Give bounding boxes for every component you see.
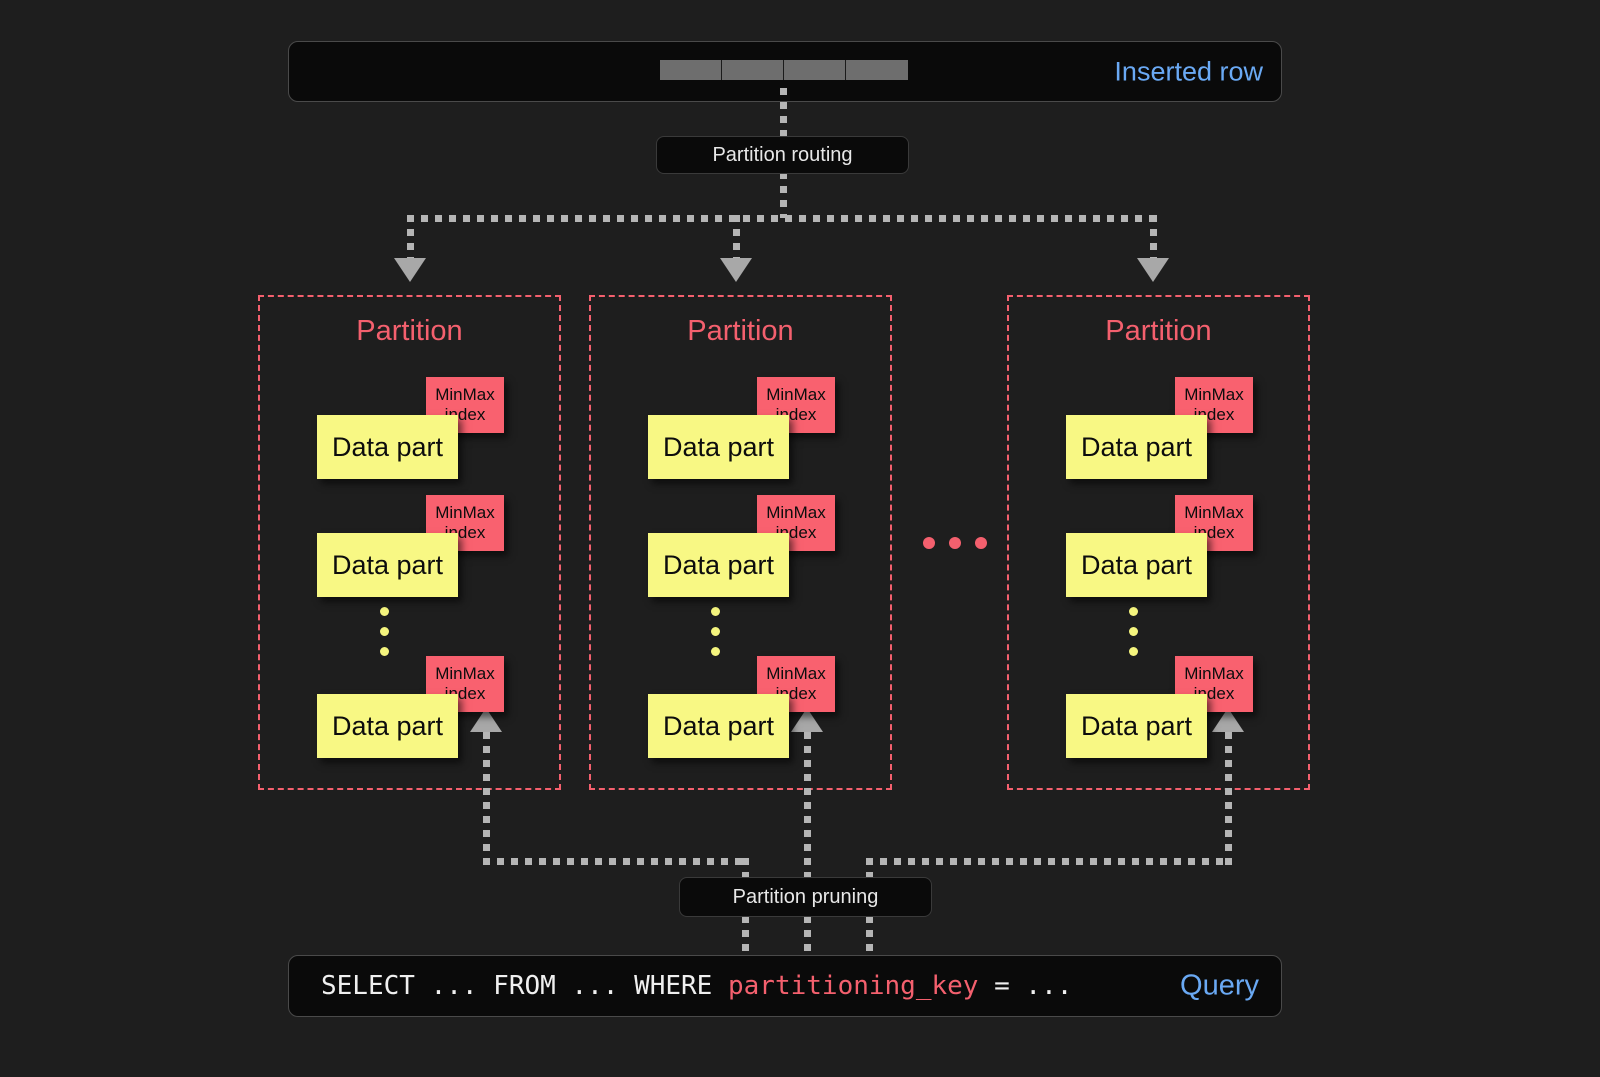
query-prefix: SELECT ... FROM ... WHERE <box>321 971 728 1001</box>
data-part-box: Data part <box>648 415 789 479</box>
partition-title: Partition <box>687 315 794 347</box>
ellipsis-dot <box>1129 647 1138 656</box>
data-part-box: Data part <box>317 533 458 597</box>
data-part-box: Data part <box>1066 533 1207 597</box>
row-cell <box>660 60 722 80</box>
row-cell <box>846 60 908 80</box>
ellipsis-dot <box>975 537 987 549</box>
ellipsis-dot <box>380 607 389 616</box>
query-partitioning-key: partitioning_key <box>728 971 979 1001</box>
ellipsis-dot <box>1129 607 1138 616</box>
connector-pruning-to-query-3 <box>866 916 873 958</box>
partition-ellipsis <box>923 537 987 549</box>
data-part-box: Data part <box>317 415 458 479</box>
partition-routing-label: Partition routing <box>656 136 909 174</box>
connector-routing-branch-1 <box>407 215 414 263</box>
connector-pruning-branch-2 <box>804 732 811 877</box>
data-part-box: Data part <box>1066 694 1207 758</box>
connector-pruning-branch-3 <box>1225 732 1232 865</box>
connector-routing-stem <box>780 172 787 218</box>
connector-pruning-bus-left <box>483 858 748 865</box>
ellipsis-dot <box>380 647 389 656</box>
data-part-box: Data part <box>648 694 789 758</box>
connector-pruning-drop-right <box>866 858 873 884</box>
ellipsis-dot <box>711 627 720 636</box>
inserted-row-bar: Inserted row <box>288 41 1282 102</box>
connector-pruning-bus-right <box>866 858 1232 865</box>
connector-pruning-drop-left <box>742 858 749 884</box>
inserted-row-label: Inserted row <box>1114 56 1263 86</box>
ellipsis-dot <box>711 647 720 656</box>
connector-routing-bus <box>407 215 1157 222</box>
query-sql-text: SELECT ... FROM ... WHERE partitioning_k… <box>321 971 1072 1001</box>
arrow-down-partition-1 <box>394 258 426 282</box>
partition-pruning-label: Partition pruning <box>679 877 932 917</box>
arrow-up-partition-3 <box>1212 708 1244 732</box>
connector-pruning-to-query-1 <box>742 916 749 958</box>
connector-pruning-to-query-2 <box>804 916 811 958</box>
ellipsis-dot <box>949 537 961 549</box>
partition-title: Partition <box>356 315 463 347</box>
partition-title: Partition <box>1105 315 1212 347</box>
ellipsis-dot <box>380 627 389 636</box>
arrow-up-partition-1 <box>470 708 502 732</box>
ellipsis-dot <box>1129 627 1138 636</box>
data-part-ellipsis <box>711 607 720 656</box>
connector-routing-branch-2 <box>733 215 740 263</box>
query-bar: SELECT ... FROM ... WHERE partitioning_k… <box>288 955 1282 1017</box>
connector-row-to-routing <box>780 88 787 140</box>
ellipsis-dot <box>923 537 935 549</box>
query-label: Query <box>1180 969 1259 1002</box>
data-part-ellipsis <box>1129 607 1138 656</box>
connector-routing-branch-3 <box>1150 215 1157 263</box>
ellipsis-dot <box>711 607 720 616</box>
data-part-ellipsis <box>380 607 389 656</box>
inserted-row-cells <box>660 60 908 80</box>
arrow-up-partition-2 <box>791 708 823 732</box>
data-part-box: Data part <box>1066 415 1207 479</box>
row-cell <box>784 60 846 80</box>
arrow-down-partition-3 <box>1137 258 1169 282</box>
data-part-box: Data part <box>648 533 789 597</box>
arrow-down-partition-2 <box>720 258 752 282</box>
connector-pruning-branch-1 <box>483 732 490 865</box>
data-part-box: Data part <box>317 694 458 758</box>
row-cell <box>722 60 784 80</box>
query-suffix: = ... <box>978 971 1073 1001</box>
